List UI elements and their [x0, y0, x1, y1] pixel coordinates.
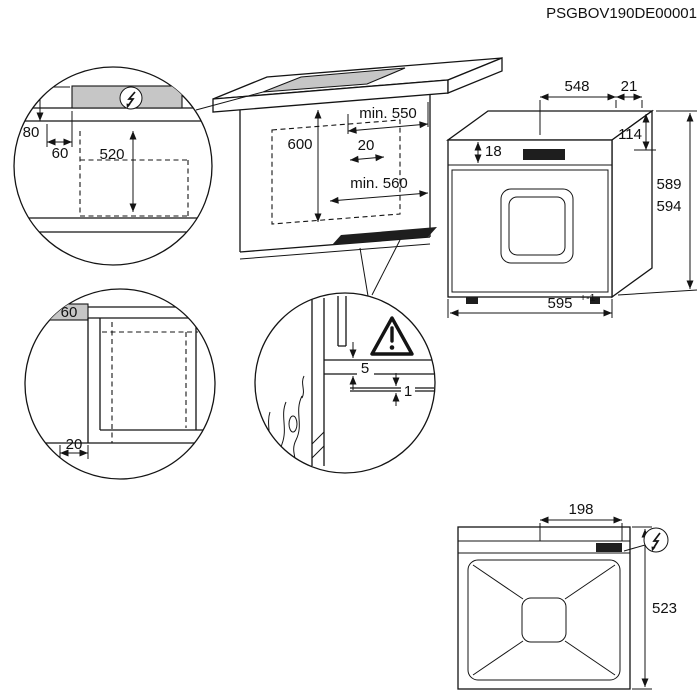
- leader-to-junction-detail-a: [359, 247, 369, 297]
- svg-text:min. 560: min. 560: [350, 175, 408, 192]
- svg-text:1: 1: [404, 383, 412, 400]
- svg-text:21: 21: [621, 78, 638, 95]
- dim-gap-bottom: 1: [392, 373, 415, 406]
- oven-front-face: [447, 139, 613, 298]
- dim-oven-rear-panel: 114: [618, 114, 656, 151]
- detail-circle-side: [24, 288, 216, 480]
- svg-text:20: 20: [358, 137, 375, 154]
- door-window-outer: [500, 188, 574, 264]
- oven-display: [523, 149, 565, 160]
- dim-oven-heights: 589 594: [617, 110, 698, 296]
- hob-cutout: [262, 67, 406, 93]
- dim-niche-height: 600: [287, 110, 322, 222]
- svg-text:min. 550: min. 550: [359, 105, 417, 122]
- oven-foot-right: [590, 297, 600, 304]
- svg-text:198: 198: [568, 501, 593, 518]
- svg-text:520: 520: [99, 146, 124, 163]
- svg-text:+-1: +-1: [580, 292, 596, 304]
- svg-text:589: 589: [656, 176, 681, 193]
- svg-text:18: 18: [485, 143, 502, 160]
- dim-niche-top-gap: 20: [349, 137, 385, 163]
- dim-oven-top-inset: 18: [474, 142, 502, 163]
- dim-clearance-below: 520: [99, 131, 137, 212]
- rear-vent-strip: [332, 227, 437, 245]
- detail-circle-worktop: [13, 66, 213, 266]
- svg-text:20: 20: [66, 436, 83, 453]
- dim-gap-top: 5: [349, 342, 374, 390]
- document-code: PSGBOV190DE00001: [546, 5, 697, 22]
- leader-to-junction-detail-b: [371, 239, 401, 296]
- svg-text:595: 595: [547, 295, 572, 312]
- svg-text:594: 594: [656, 198, 681, 215]
- dim-niche-depth: min. 550: [347, 102, 429, 134]
- svg-text:548: 548: [564, 78, 589, 95]
- oven-door: [451, 169, 609, 293]
- svg-text:523: 523: [652, 600, 677, 617]
- dim-bottom-gap: 20: [59, 436, 89, 459]
- top-panel-center: [521, 597, 567, 643]
- junction-detail-callout: 5 1: [254, 292, 436, 474]
- svg-text:114: 114: [618, 126, 642, 143]
- electrical-connection-icon: [623, 527, 669, 553]
- dim-cable-position: 198: [539, 501, 623, 541]
- svg-text:80: 80: [23, 124, 40, 141]
- niche-floor-lower-edge: [239, 243, 431, 260]
- electrical-connection-icon: [119, 86, 143, 110]
- dim-hob-inset: 60: [46, 111, 73, 162]
- svg-text:5: 5: [361, 360, 369, 377]
- oven-foot-left: [466, 297, 478, 304]
- oven-perspective-drawing: 548 21 114 18 589 594 595 +-1: [445, 78, 698, 318]
- door-window-inner: [508, 196, 566, 256]
- side-detail-callout: 60 20: [24, 288, 216, 480]
- mains-terminal-box: [596, 543, 622, 552]
- svg-text:600: 600: [287, 136, 312, 153]
- dim-appliance-depth: 523: [632, 526, 677, 690]
- svg-text:60: 60: [52, 145, 69, 162]
- dim-oven-width: 595 +-1: [447, 292, 613, 318]
- dim-oven-depth: 548 21: [539, 78, 643, 135]
- dim-niche-width: min. 560: [329, 175, 429, 204]
- top-view-outline: [457, 526, 631, 690]
- oven-top-view: 198 523: [457, 501, 677, 690]
- niche-perspective-drawing: min. 550 600 20 min. 560: [195, 57, 503, 297]
- worktop-detail-callout: 80 60 520: [13, 66, 213, 266]
- leader-to-worktop-detail: [195, 91, 264, 111]
- dim-side-strip: 60: [61, 304, 78, 321]
- worktop-end-face: [447, 57, 503, 94]
- top-panel: [467, 559, 621, 681]
- warning-triangle-icon: [370, 316, 414, 356]
